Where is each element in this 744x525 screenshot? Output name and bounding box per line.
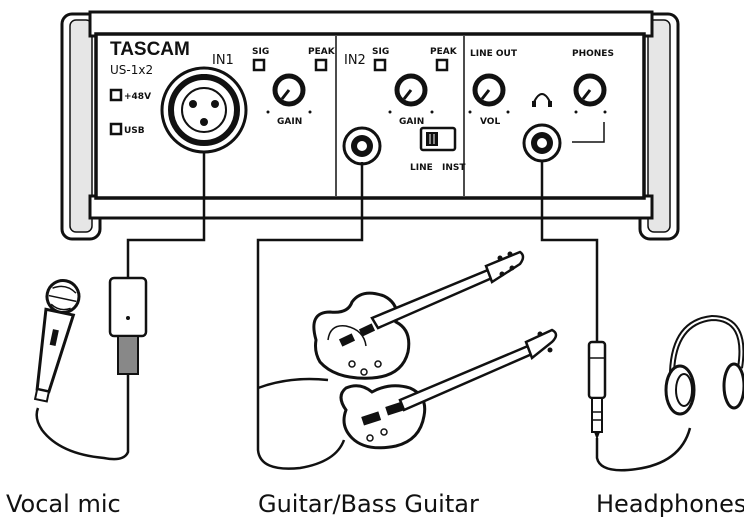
mic-cable [126,152,206,278]
in2-instrument-jack[interactable] [342,126,382,166]
in1-peak-label: PEAK [308,47,336,57]
in1-sig-led [252,58,266,72]
headphone-cable [540,160,599,342]
guitar-cable [256,162,364,470]
usb-led [109,122,123,136]
in1-gain-knob[interactable] [272,73,306,107]
line-out-vol-knob[interactable] [472,73,506,107]
phone-plug [587,340,607,440]
in1-label: IN1 [212,53,234,68]
in2-gain-knob[interactable] [394,73,428,107]
bass-cable-branch [257,377,329,390]
line-inst-switch[interactable] [419,126,457,152]
mic-cable-lower [35,374,130,461]
brand-logo: TASCAM [110,39,190,60]
cables [35,152,692,472]
bass-guitar-icon [339,328,558,450]
usb-label: USB [124,126,145,136]
xlr-plug [108,276,148,375]
caption-headphones: Headphones [596,490,744,518]
in2-peak-led [435,58,449,72]
in1-sig-label: SIG [252,47,269,57]
caption-guitar: Guitar/Bass Guitar [258,490,479,518]
model-label: US-1x2 [110,63,153,77]
phantom-label: +48V [124,92,151,102]
phantom-led [109,88,123,102]
line-label: LINE [410,163,433,173]
in2-label: IN2 [344,53,366,68]
phones-output-jack[interactable] [522,123,562,163]
in2-sig-led [373,58,387,72]
audio-interface: TASCAM US-1x2 +48V USB IN1 SIG PEAK GAIN [60,10,680,241]
headphone-cable-lower [595,427,692,472]
microphone-icon [33,279,81,403]
in2-gain-label: GAIN [399,117,424,127]
inst-label: INST [442,163,466,173]
headphone-icon [532,93,552,107]
phones-bracket-line [572,122,605,143]
line-out-label: LINE OUT [470,49,518,59]
in2-peak-label: PEAK [430,47,458,57]
caption-vocal-mic: Vocal mic [6,490,121,518]
vol-label: VOL [480,117,500,127]
headphones-icon [664,314,744,416]
in1-peak-led [314,58,328,72]
phones-label: PHONES [572,49,614,59]
phones-level-knob[interactable] [573,73,607,107]
xlr-combo-jack[interactable] [160,66,248,154]
in2-sig-label: SIG [372,47,389,57]
electric-guitar-icon [312,250,525,380]
in1-gain-label: GAIN [277,117,302,127]
